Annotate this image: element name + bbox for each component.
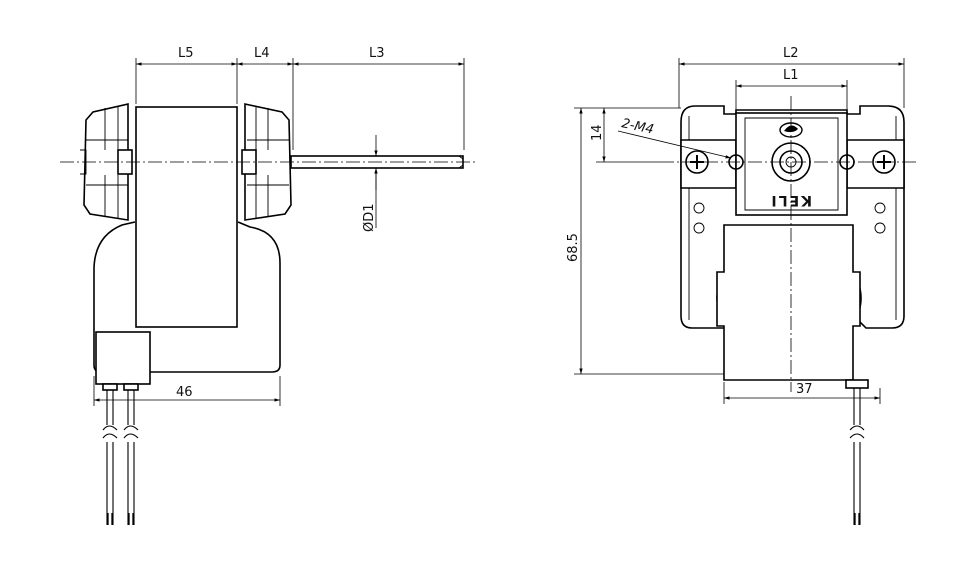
dim-label-37: 37 (796, 382, 813, 397)
dim-label-d1: ØD1 (362, 203, 377, 232)
front-height-dimensions (574, 107, 724, 375)
m4-leader (617, 130, 732, 159)
dim-label-46: 46 (176, 385, 193, 400)
lead-wires (102, 390, 139, 525)
front-coil-body (716, 224, 861, 381)
top-dimensions (135, 58, 465, 150)
dim-label-l5: L5 (178, 46, 194, 61)
front-top-dimensions (678, 58, 905, 120)
terminal-box (95, 331, 151, 385)
stator-stack (135, 106, 238, 328)
width-dimension (93, 376, 281, 406)
brand-label: KELI (769, 192, 812, 208)
front-width-dimension (723, 382, 881, 404)
dim-label-68-5: 68.5 (566, 233, 581, 262)
dim-label-l3: L3 (369, 46, 385, 61)
dim-label-l1: L1 (783, 68, 799, 83)
front-view: L2 L1 KELI (566, 46, 918, 525)
dim-label-l2: L2 (783, 46, 799, 61)
coil-housing (93, 221, 281, 373)
dim-label-14: 14 (590, 124, 605, 141)
dim-label-2-m4: 2-M4 (620, 116, 655, 137)
side-view: L5 L4 L3 ØD1 46 (60, 46, 478, 525)
front-lead-wires (849, 388, 865, 525)
dim-label-l4: L4 (254, 46, 270, 61)
